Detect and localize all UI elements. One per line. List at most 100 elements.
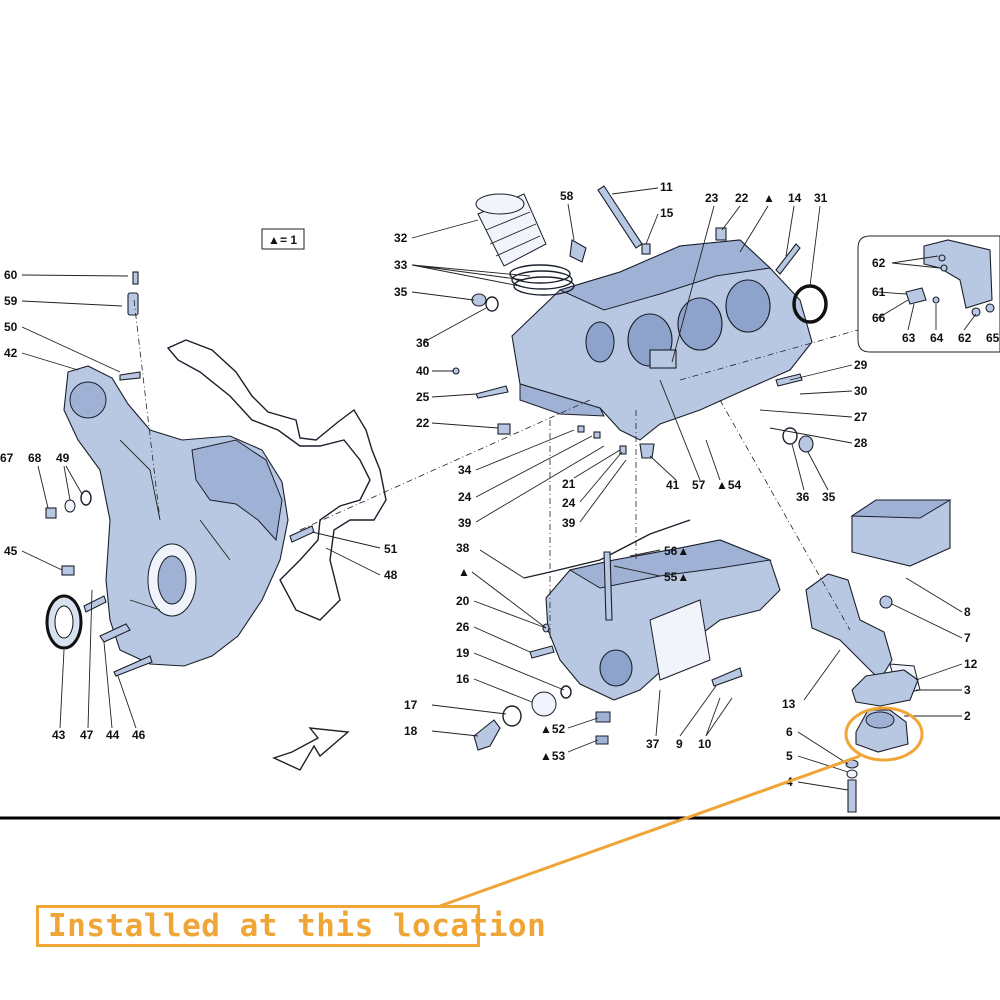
callout-box (36, 905, 480, 947)
label-27: 27 (854, 410, 868, 424)
label-30: 30 (854, 384, 868, 398)
cylinder-liner (475, 193, 547, 267)
label-2: 2 (964, 709, 971, 723)
label-10: 10 (698, 737, 712, 751)
label-15: 15 (660, 206, 674, 220)
label-7: 7 (964, 631, 971, 645)
label-39-mid: 39 (562, 516, 576, 530)
upper-small-parts (452, 185, 828, 459)
label-51: 51 (384, 542, 398, 556)
label-22-top: 22 (735, 191, 749, 205)
label-3: 3 (964, 683, 971, 697)
callout-text: Installed at this location (48, 908, 547, 944)
label-38: 38 (456, 541, 470, 555)
label-19: 19 (456, 646, 470, 660)
label-36-right: 36 (796, 490, 810, 504)
label-60: 60 (4, 268, 18, 282)
label-65: 65 (986, 331, 1000, 345)
legend-text: = 1 (280, 233, 297, 247)
label-54: ▲54 (716, 478, 742, 492)
label-33: 33 (394, 258, 408, 272)
oil-pipe-38 (523, 519, 691, 579)
label-triangle-top: ▲ (763, 191, 775, 205)
direction-arrow (272, 727, 350, 771)
small-parts-left (45, 271, 315, 677)
upper-engine-block (511, 239, 813, 441)
label-35-right: 35 (822, 490, 836, 504)
label-64: 64 (930, 331, 944, 345)
label-57: 57 (692, 478, 706, 492)
label-58: 58 (560, 189, 574, 203)
lower-small-parts (473, 551, 743, 751)
label-56: 56▲ (664, 544, 689, 558)
label-35-upper: 35 (394, 285, 408, 299)
label-37: 37 (646, 737, 660, 751)
oil-filter-cover-8 (850, 499, 952, 567)
label-63: 63 (902, 331, 916, 345)
label-31: 31 (814, 191, 828, 205)
cover-gasket (166, 339, 387, 621)
label-55: 55▲ (664, 570, 689, 584)
label-61: 61 (872, 285, 886, 299)
part-7 (879, 595, 893, 609)
label-62-inset-top: 62 (872, 256, 886, 270)
part-2-highlighted (855, 709, 909, 753)
label-13: 13 (782, 697, 796, 711)
label-22-left: 22 (416, 416, 430, 430)
washer-bolt-6-5-4 (845, 759, 859, 813)
legend: ▲ = 1 (261, 228, 305, 250)
label-8: 8 (964, 605, 971, 619)
label-triangle-left: ▲ (458, 565, 470, 579)
label-34: 34 (458, 463, 472, 477)
label-14: 14 (788, 191, 802, 205)
leader-lines (21, 187, 977, 791)
oil-filter-housing-13 (805, 573, 893, 681)
label-28: 28 (854, 436, 868, 450)
label-41: 41 (666, 478, 680, 492)
label-29: 29 (854, 358, 868, 372)
label-23: 23 (705, 191, 719, 205)
label-25: 25 (416, 390, 430, 404)
label-39-left: 39 (458, 516, 472, 530)
label-17: 17 (404, 698, 418, 712)
label-24-mid: 24 (562, 496, 576, 510)
label-44: 44 (106, 728, 120, 742)
label-11: 11 (660, 180, 673, 194)
label-6: 6 (786, 725, 793, 739)
label-36-upper: 36 (416, 336, 430, 350)
label-5: 5 (786, 749, 793, 763)
part-labels: 60 59 50 42 67 68 49 45 43 47 44 46 51 4… (0, 180, 1000, 789)
label-20: 20 (456, 594, 470, 608)
label-42: 42 (4, 346, 18, 360)
label-47: 47 (80, 728, 94, 742)
label-49: 49 (56, 451, 70, 465)
label-43: 43 (52, 728, 66, 742)
seal-43 (45, 594, 83, 650)
label-40: 40 (416, 364, 430, 378)
label-16: 16 (456, 672, 470, 686)
label-68: 68 (28, 451, 42, 465)
label-18: 18 (404, 724, 418, 738)
highlight-marker (439, 706, 924, 908)
bracket-3 (851, 669, 919, 707)
label-45: 45 (4, 544, 18, 558)
label-32: 32 (394, 231, 408, 245)
centerlines (133, 299, 859, 640)
label-24-left: 24 (458, 490, 472, 504)
label-53: ▲53 (540, 749, 566, 763)
timing-cover (63, 365, 289, 667)
label-67: 67 (0, 451, 14, 465)
legend-symbol: ▲ (268, 233, 280, 247)
label-50: 50 (4, 320, 18, 334)
label-46: 46 (132, 728, 146, 742)
bracket-box-inset (857, 235, 1000, 353)
label-26: 26 (456, 620, 470, 634)
label-9: 9 (676, 737, 683, 751)
label-48: 48 (384, 568, 398, 582)
label-21: 21 (562, 477, 576, 491)
label-66: 66 (872, 311, 886, 325)
label-52: ▲52 (540, 722, 566, 736)
label-59: 59 (4, 294, 18, 308)
label-12: 12 (964, 657, 978, 671)
